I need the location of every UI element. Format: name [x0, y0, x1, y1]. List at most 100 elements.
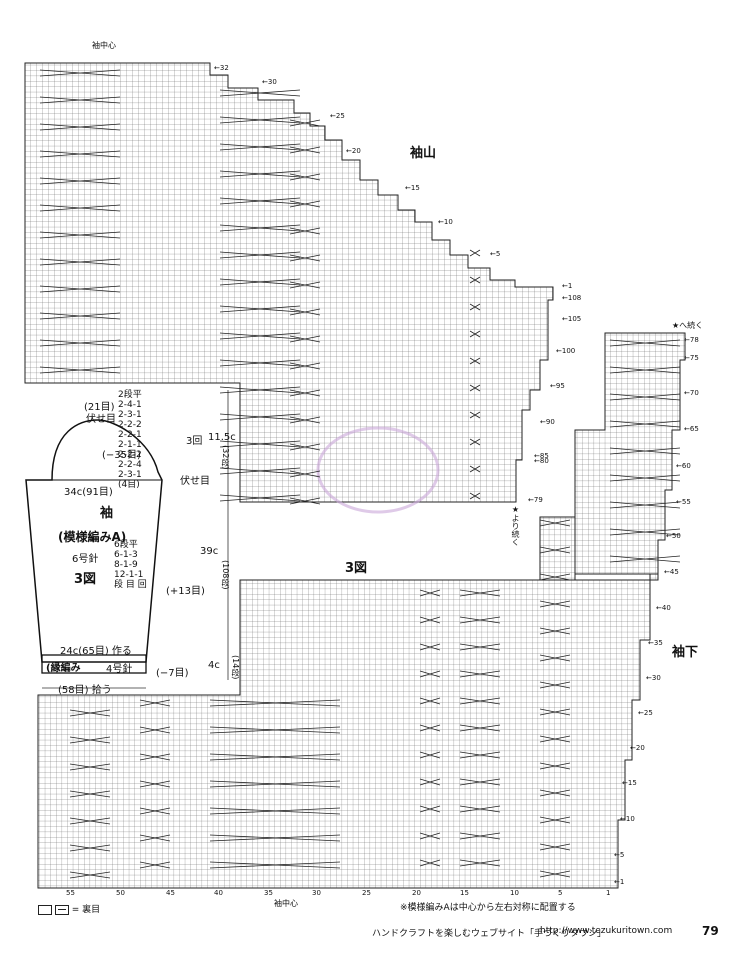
cable-cross-symbol: [469, 249, 481, 257]
row-marker: ←5: [490, 250, 501, 258]
cable-cross-symbol: [289, 254, 321, 262]
cable-cross-symbol: [419, 778, 441, 786]
cable-cross-symbol: [289, 497, 321, 505]
cable-cross-symbol: [139, 780, 171, 788]
row-marker: ←50: [666, 532, 681, 540]
cable-cross-symbol: [139, 834, 171, 842]
legend-text: = 裏目: [71, 905, 101, 915]
cable-cross-symbol: [219, 197, 301, 205]
cable-cross-symbol: [69, 844, 111, 852]
cap-step: (4目): [118, 480, 140, 490]
cable-cross-symbol: [289, 416, 321, 424]
inc-step: 8-1-9: [114, 560, 138, 570]
stitch-number: 20: [412, 889, 421, 897]
cable-cross-symbol: [469, 357, 481, 365]
cable-cross-symbol: [539, 843, 571, 851]
cable-cross-symbol: [219, 170, 301, 178]
cable-cross-symbol: [219, 305, 301, 313]
cable-cross-symbol: [539, 519, 571, 527]
cap-step: 2-1-1: [118, 440, 142, 450]
row-marker: ←15: [405, 184, 420, 192]
cap-step: 2段平: [118, 390, 142, 400]
row-marker: ←108: [562, 294, 582, 302]
footer-url[interactable]: http://www.tezukuritown.com: [540, 926, 673, 936]
cable-cross-symbol: [219, 440, 301, 448]
schematic-ribbing: (縁編み: [46, 663, 81, 674]
inc-step: 6-1-3: [114, 550, 138, 560]
cap-step: 2-3-1: [118, 410, 142, 420]
cable-cross-symbol: [39, 366, 121, 374]
row-marker: ←20: [346, 147, 361, 155]
cable-cross-symbol: [219, 386, 301, 394]
row-marker: ←32: [214, 64, 229, 72]
schematic-cuff-width: 24c(65目) 作る: [60, 646, 132, 657]
page-number: 79: [702, 924, 719, 938]
cable-cross-symbol: [209, 753, 341, 761]
cable-cross-symbol: [209, 861, 341, 869]
cable-cross-symbol: [419, 589, 441, 597]
schematic-needle6: 6号針: [72, 554, 99, 565]
cable-cross-symbol: [289, 470, 321, 478]
cable-cross-symbol: [219, 278, 301, 286]
cable-cross-symbol: [39, 123, 121, 131]
cable-cross-symbol: [39, 150, 121, 158]
schematic-figure-label: 3図: [74, 572, 97, 587]
inc-step: 段 目 回: [114, 580, 147, 590]
row-marker: ←70: [684, 389, 699, 397]
continue-to-marker: ★へ続く: [672, 321, 704, 330]
cable-cross-symbol: [459, 778, 501, 786]
cable-cross-symbol: [39, 312, 121, 320]
cap-step: 2-2-4: [118, 460, 142, 470]
watermark-ring: [316, 426, 440, 514]
stitch-number: 1: [606, 889, 611, 897]
cable-cross-symbol: [419, 616, 441, 624]
cable-cross-symbol: [609, 528, 681, 536]
schematic-pattern-label: (模様編みA): [58, 530, 127, 544]
bottom-sleeve-center: 袖中心: [274, 899, 298, 908]
schematic-cap-minus: (−35目): [102, 450, 141, 461]
sleeve-cap-title: 袖山: [410, 146, 437, 161]
cable-cross-symbol: [289, 308, 321, 316]
schematic-pickup: (58目) 拾う: [58, 685, 112, 696]
row-marker: ←25: [638, 709, 653, 717]
cable-cross-symbol: [39, 177, 121, 185]
pattern-note: ※模様編みAは中心から左右対称に配置する: [400, 903, 576, 913]
cable-cross-symbol: [419, 805, 441, 813]
stitch-number: 25: [362, 889, 371, 897]
row-marker: ←35: [648, 639, 663, 647]
cap-step: 2-2-1: [118, 430, 142, 440]
cap-step: 2-2-2: [118, 450, 142, 460]
row-marker: ←105: [562, 315, 582, 323]
cable-cross-symbol: [419, 724, 441, 732]
cable-cross-symbol: [39, 285, 121, 293]
cable-cross-symbol: [39, 96, 121, 104]
inc-step: 6段平: [114, 540, 138, 550]
row-marker: ←78: [684, 336, 699, 344]
cable-cross-symbol: [609, 555, 681, 563]
cable-cross-symbol: [69, 763, 111, 771]
cable-cross-symbol: [539, 708, 571, 716]
row-marker: ←10: [620, 815, 635, 823]
cable-symbols: [39, 69, 681, 879]
cable-cross-symbol: [209, 699, 341, 707]
row-marker: ←25: [330, 112, 345, 120]
cable-cross-symbol: [139, 807, 171, 815]
row-marker: ←1: [562, 282, 573, 290]
schematic-sleeve-label: 袖: [100, 506, 114, 521]
cable-cross-symbol: [459, 589, 501, 597]
cable-cross-symbol: [139, 861, 171, 869]
schematic-inc-plus: (+13目): [166, 586, 205, 597]
schematic-body-rows: (108段): [221, 560, 230, 590]
cable-cross-symbol: [419, 643, 441, 651]
cable-cross-symbol: [539, 762, 571, 770]
schematic-body-height: 39c: [200, 546, 219, 557]
continue-from-marker: ★より続く: [511, 505, 520, 546]
stitch-number: 55: [66, 889, 75, 897]
cable-cross-symbol: [209, 834, 341, 842]
row-marker: ←20: [630, 744, 645, 752]
row-marker: ←1: [614, 878, 625, 886]
schematic-cuff-minus: (−7目): [156, 668, 189, 679]
sleeve-cap-grid: [24, 62, 554, 503]
